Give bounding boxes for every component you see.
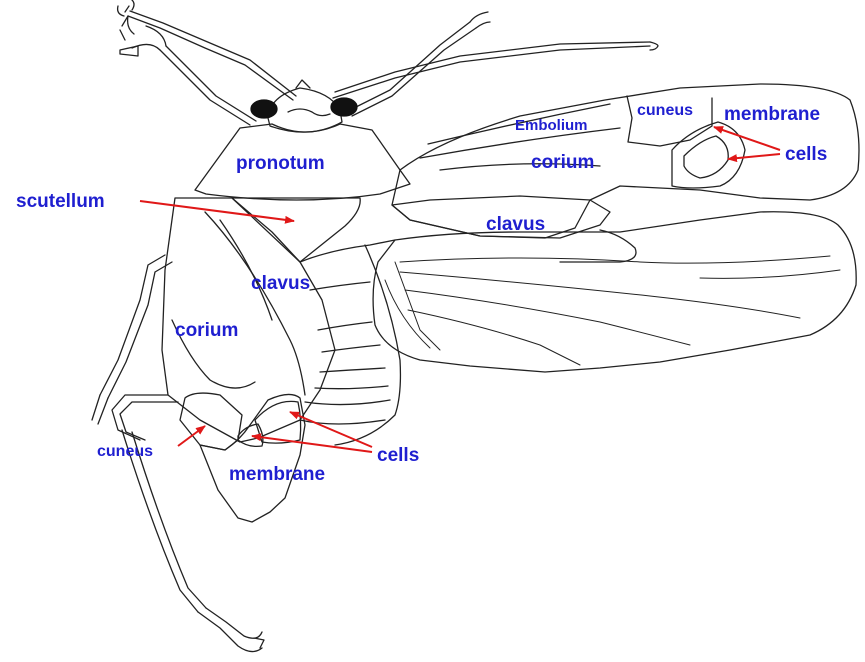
right-eye <box>330 97 358 117</box>
claval-suture <box>204 211 306 396</box>
right-forewing <box>391 83 860 239</box>
antennae <box>116 0 659 101</box>
abdomen <box>299 239 402 446</box>
label-embolium: Embolium <box>515 117 588 134</box>
label-cells-right: cells <box>785 144 827 165</box>
left-cuneus <box>179 392 243 451</box>
arrow-scutellum <box>139 200 295 224</box>
embolium-inner <box>419 127 621 159</box>
label-pronotum: pronotum <box>236 153 325 174</box>
left-membrane <box>199 393 306 523</box>
bug-drawing <box>91 0 860 653</box>
front-legs <box>119 11 491 126</box>
labels: pronotum scutellum clavus corium cuneus … <box>16 102 827 485</box>
right-membrane-cell-inner <box>683 135 729 179</box>
pointer-arrows <box>139 126 781 453</box>
left-forewing <box>161 197 336 443</box>
label-membrane-left: membrane <box>229 464 325 485</box>
hind-legs <box>91 254 265 653</box>
right-membrane-cell-outer <box>671 121 746 189</box>
corium-vein <box>171 319 256 389</box>
right-cuneus <box>626 95 713 147</box>
scutellum-shape <box>231 197 361 263</box>
label-cells-left: cells <box>377 445 419 466</box>
label-cuneus-right: cuneus <box>637 102 693 119</box>
embolium-line <box>427 103 611 145</box>
label-clavus-right: clavus <box>486 214 545 235</box>
label-clavus-left: clavus <box>251 273 310 294</box>
clavus-vein <box>219 219 273 321</box>
corium-vein-right <box>439 163 601 171</box>
label-membrane-right: membrane <box>724 104 820 125</box>
arrow-cuneus-left <box>177 425 206 447</box>
right-clavus-outline <box>391 195 611 239</box>
left-membrane-cell-outer <box>254 400 302 444</box>
hindwing-veins <box>384 255 841 366</box>
label-corium-left: corium <box>175 320 238 341</box>
left-eye <box>250 99 278 119</box>
arrow-cells-left-2 <box>289 411 373 448</box>
label-scutellum: scutellum <box>16 191 105 212</box>
arrow-cells-left-1 <box>251 433 373 453</box>
arrow-cells-right-2 <box>727 153 781 163</box>
label-cuneus-left: cuneus <box>97 443 153 460</box>
arrow-cells-right-1 <box>713 126 781 151</box>
label-corium-right: corium <box>531 152 594 173</box>
right-hindwing <box>372 211 857 373</box>
